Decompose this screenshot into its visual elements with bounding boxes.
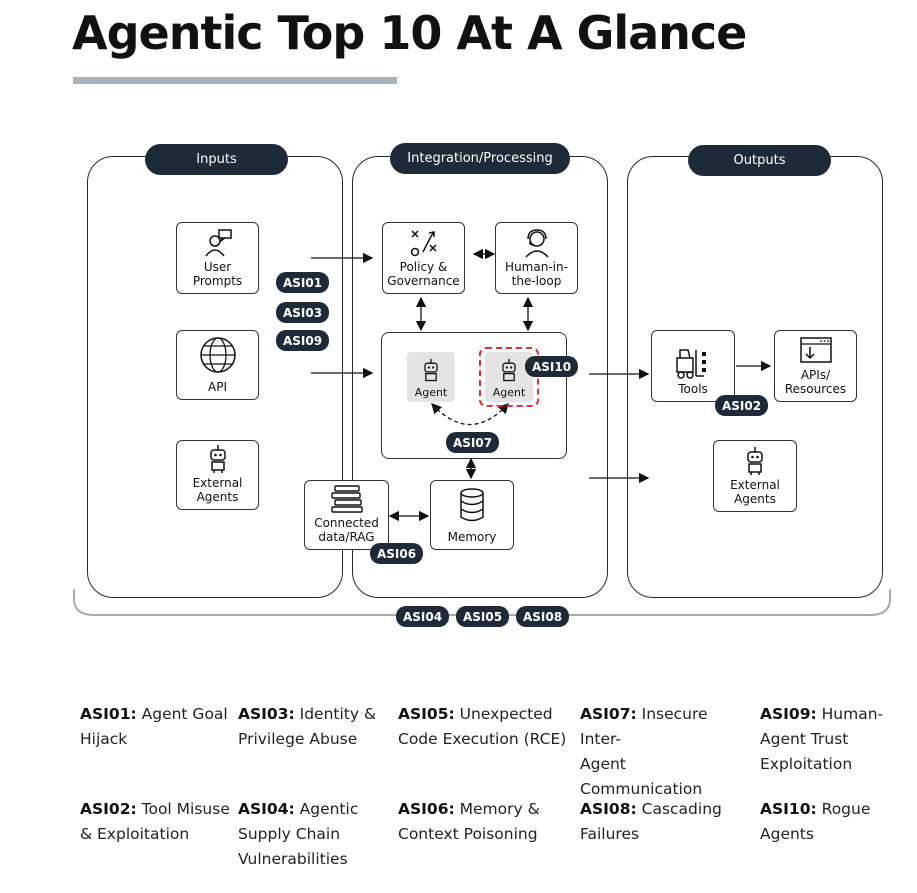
strategy-icon <box>410 230 437 257</box>
browser-download-icon <box>799 337 832 363</box>
rogue-agent-highlight <box>479 347 539 407</box>
books-stack-icon <box>330 485 363 513</box>
connected-data-rag-node: Connected data/RAG <box>304 480 389 550</box>
tools-node: Tools <box>651 330 735 402</box>
forklift-icon <box>676 349 706 379</box>
badge-asi10: ASI10 <box>525 356 578 377</box>
badge-asi06: ASI06 <box>370 543 423 564</box>
badge-asi04: ASI04 <box>396 606 449 627</box>
inputs-header: Inputs <box>145 144 288 175</box>
apis-resources-node: APIs/ Resources <box>774 330 857 402</box>
title-underline <box>73 77 397 84</box>
legend-item: ASI04: Agentic Supply Chain Vulnerabilit… <box>238 800 359 868</box>
database-icon <box>460 488 484 522</box>
robot-icon <box>747 447 763 475</box>
legend-item: ASI03: Identity & Privilege Abuse <box>238 705 377 748</box>
badge-asi07: ASI07 <box>446 432 499 453</box>
badge-asi03: ASI03 <box>276 302 329 323</box>
badge-asi02: ASI02 <box>715 395 768 416</box>
api-node: API <box>176 330 259 400</box>
legend-item: ASI06: Memory & Context Poisoning <box>398 800 540 843</box>
outputs-header: Outputs <box>688 145 831 176</box>
headset-person-icon <box>524 229 549 258</box>
human-in-the-loop-node: Human-in- the-loop <box>495 222 578 294</box>
badge-asi09: ASI09 <box>276 330 329 351</box>
page-title: Agentic Top 10 At A Glance <box>72 6 747 60</box>
user-prompts-node: User Prompts <box>176 222 259 294</box>
legend-item: ASI08: Cascading Failures <box>580 800 722 843</box>
legend-item: ASI10: Rogue Agents <box>760 800 871 843</box>
agent-node: Agent <box>407 352 455 402</box>
legend-item: ASI07: Insecure Inter- Agent Communicati… <box>580 705 708 798</box>
memory-node: Memory <box>430 480 514 550</box>
rogue-agent-node: Agent <box>485 352 533 402</box>
external-agents-output-node: External Agents <box>713 440 797 512</box>
robot-icon <box>502 358 516 382</box>
policy-governance-node: Policy & Governance <box>382 222 465 294</box>
badge-asi05: ASI05 <box>456 606 509 627</box>
processing-header: Integration/Processing <box>390 143 570 174</box>
legend-item: ASI02: Tool Misuse & Exploitation <box>80 800 230 843</box>
robot-icon <box>424 358 438 382</box>
user-chat-icon <box>204 229 232 257</box>
legend-item: ASI09: Human- Agent Trust Exploitation <box>760 705 884 773</box>
robot-icon <box>209 445 226 473</box>
legend-item: ASI01: Agent Goal Hijack <box>80 705 228 748</box>
external-agents-input-node: External Agents <box>176 440 259 510</box>
legend-item: ASI05: Unexpected Code Execution (RCE) <box>398 705 567 748</box>
badge-asi08: ASI08 <box>516 606 569 627</box>
badge-asi01: ASI01 <box>276 272 329 293</box>
globe-icon <box>199 337 236 373</box>
